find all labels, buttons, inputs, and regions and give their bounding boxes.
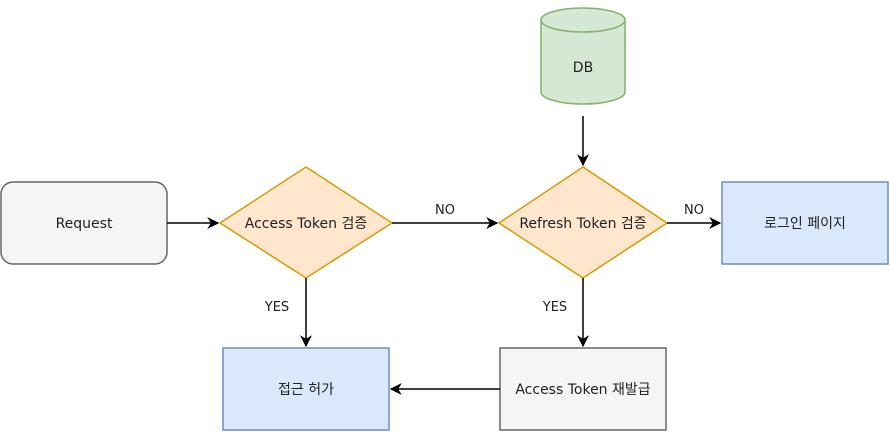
db-cylinder-body <box>540 20 626 105</box>
db-node: DB <box>540 7 626 105</box>
request-label: Request <box>56 216 113 232</box>
edge-label-refresh-no: NO <box>684 203 704 218</box>
access-token-reissue-label: Access Token 재발급 <box>515 382 650 398</box>
refresh-token-check-label: Refresh Token 검증 <box>519 216 646 232</box>
access-token-check-node: Access Token 검증 <box>218 166 394 279</box>
access-granted-box <box>222 347 390 431</box>
refresh-token-check-node: Refresh Token 검증 <box>497 166 669 279</box>
request-node: Request <box>0 181 168 265</box>
login-page-box <box>721 181 889 265</box>
db-cylinder-top <box>540 7 626 33</box>
access-token-reissue-node: Access Token 재발급 <box>499 347 667 431</box>
access-token-reissue-box <box>499 347 667 431</box>
access-granted-node: 접근 허가 <box>222 347 390 431</box>
db-label: DB <box>573 60 593 76</box>
access-token-check-label: Access Token 검증 <box>245 216 368 232</box>
edge-label-refresh-yes: YES <box>542 300 567 315</box>
edge-label-access-no: NO <box>435 203 455 218</box>
edge-label-access-yes: YES <box>264 300 289 315</box>
login-page-label: 로그인 페이지 <box>764 216 846 232</box>
login-page-node: 로그인 페이지 <box>721 181 889 265</box>
access-granted-label: 접근 허가 <box>278 382 334 398</box>
